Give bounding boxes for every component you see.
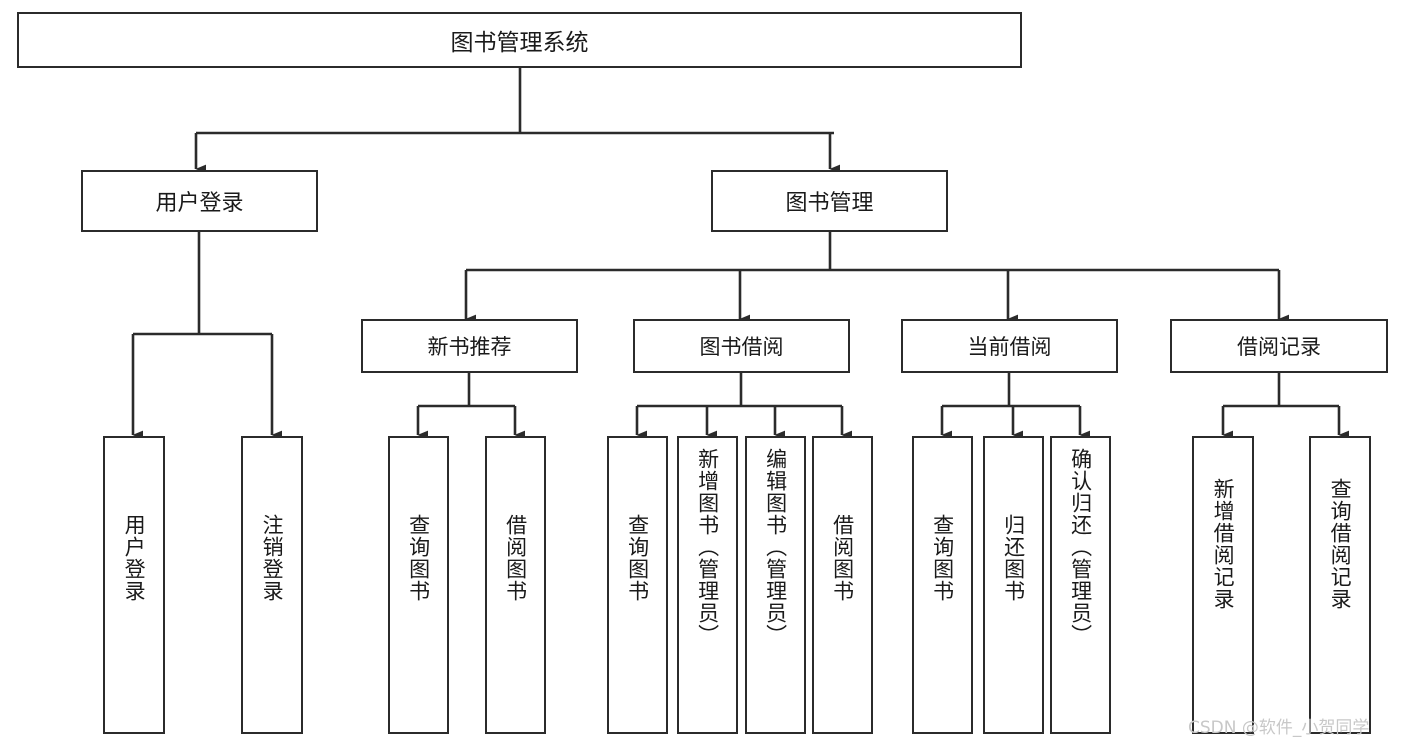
node-borrow-record-label: 借阅记录 — [1237, 335, 1321, 359]
node-current-borrow[interactable]: 当前借阅 — [901, 319, 1118, 373]
leaf-user-login-1[interactable]: 注销登录 — [241, 436, 303, 734]
leaf-new-book-recommend-0-label: 查询图书 — [406, 514, 431, 602]
node-new-book-recommend[interactable]: 新书推荐 — [361, 319, 578, 373]
node-user-login[interactable]: 用户登录 — [81, 170, 318, 232]
leaf-borrow-record-1[interactable]: 查询借阅记录 — [1309, 436, 1371, 734]
node-book-manage[interactable]: 图书管理 — [711, 170, 948, 232]
leaf-new-book-recommend-1-label: 借阅图书 — [503, 514, 528, 602]
leaf-book-borrow-1-label: 新增图书（管理员） — [695, 448, 720, 646]
leaf-user-login-0[interactable]: 用户登录 — [103, 436, 165, 734]
leaf-book-borrow-3[interactable]: 借阅图书 — [812, 436, 873, 734]
node-borrow-record[interactable]: 借阅记录 — [1170, 319, 1388, 373]
leaf-current-borrow-2[interactable]: 确认归还（管理员） — [1050, 436, 1111, 734]
leaf-user-login-0-label: 用户登录 — [122, 514, 147, 602]
csdn-watermark: CSDN @软件_小贺同学 — [1188, 718, 1370, 738]
node-new-book-recommend-label: 新书推荐 — [427, 335, 512, 359]
leaf-current-borrow-0-label: 查询图书 — [930, 514, 955, 602]
leaf-book-borrow-2-label: 编辑图书（管理员） — [763, 448, 788, 646]
leaf-borrow-record-0[interactable]: 新增借阅记录 — [1192, 436, 1254, 734]
leaf-borrow-record-0-label: 新增借阅记录 — [1211, 478, 1236, 610]
leaf-current-borrow-1[interactable]: 归还图书 — [983, 436, 1044, 734]
leaf-book-borrow-1[interactable]: 新增图书（管理员） — [677, 436, 738, 734]
leaf-new-book-recommend-1[interactable]: 借阅图书 — [485, 436, 546, 734]
node-current-borrow-label: 当前借阅 — [967, 335, 1052, 359]
leaf-book-borrow-2[interactable]: 编辑图书（管理员） — [745, 436, 806, 734]
leaf-current-borrow-1-label: 归还图书 — [1001, 514, 1026, 602]
node-book-manage-label: 图书管理 — [785, 191, 874, 216]
node-book-borrow-label: 图书借阅 — [699, 335, 784, 359]
node-book-borrow[interactable]: 图书借阅 — [633, 319, 850, 373]
leaf-user-login-1-label: 注销登录 — [260, 514, 285, 602]
leaf-current-borrow-0[interactable]: 查询图书 — [912, 436, 973, 734]
leaf-book-borrow-0-label: 查询图书 — [625, 514, 650, 602]
leaf-borrow-record-1-label: 查询借阅记录 — [1328, 478, 1353, 610]
node-root-system[interactable]: 图书管理系统 — [17, 12, 1022, 68]
leaf-book-borrow-0[interactable]: 查询图书 — [607, 436, 668, 734]
node-root-system-label: 图书管理系统 — [450, 30, 589, 56]
leaf-new-book-recommend-0[interactable]: 查询图书 — [388, 436, 449, 734]
leaf-current-borrow-2-label: 确认归还（管理员） — [1068, 448, 1093, 646]
leaf-book-borrow-3-label: 借阅图书 — [830, 514, 855, 602]
node-user-login-label: 用户登录 — [155, 191, 244, 216]
